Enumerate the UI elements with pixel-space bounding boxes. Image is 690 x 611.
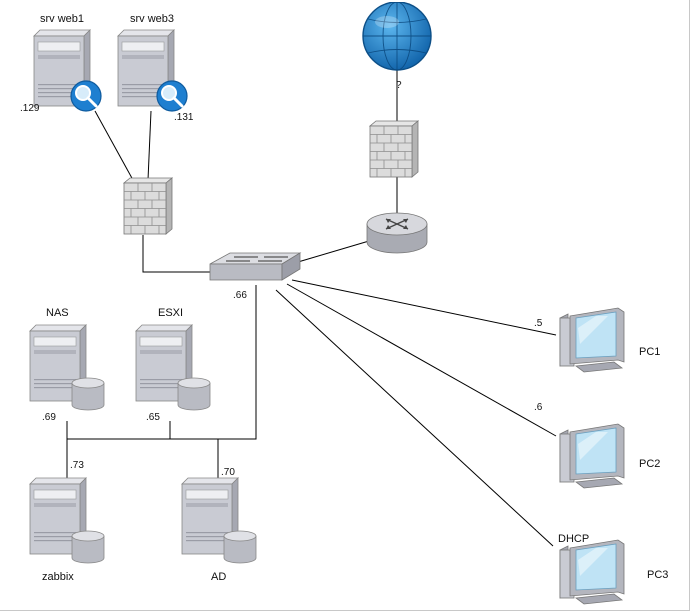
storage-server-icon[interactable] bbox=[130, 323, 214, 413]
pc1-label: PC1 bbox=[639, 346, 661, 358]
esxi-ip: .65 bbox=[146, 412, 160, 423]
router-icon[interactable] bbox=[364, 210, 430, 256]
globe-icon[interactable] bbox=[359, 2, 435, 74]
ad-label: AD bbox=[211, 571, 227, 583]
edge-switch-serverbus bbox=[67, 285, 257, 440]
edge-switch-pc2 bbox=[286, 283, 557, 437]
edge-srvweb3-firewall bbox=[147, 110, 152, 181]
srv-web3-ip: .131 bbox=[174, 112, 194, 123]
storage-server-icon[interactable] bbox=[24, 476, 108, 566]
storage-server-icon[interactable] bbox=[24, 323, 108, 413]
switch-icon[interactable] bbox=[208, 250, 302, 290]
pc3-ip: DHCP bbox=[558, 533, 590, 545]
workstation-icon[interactable] bbox=[556, 304, 628, 376]
edge-switch-pc1 bbox=[291, 279, 557, 336]
ad-ip: .70 bbox=[221, 467, 235, 478]
zabbix-ip: .73 bbox=[70, 460, 84, 471]
firewall-icon[interactable] bbox=[120, 177, 176, 237]
srv-web1-ip: .129 bbox=[20, 103, 40, 114]
edge-firewall-switch bbox=[142, 235, 212, 273]
edge-srvweb1-firewall bbox=[94, 110, 134, 181]
nas-ip: .69 bbox=[42, 412, 56, 423]
edge-switch-pc3 bbox=[275, 289, 554, 547]
server-with-search-icon[interactable] bbox=[110, 28, 192, 114]
firewall-icon[interactable] bbox=[366, 120, 422, 180]
switch-ip: .66 bbox=[233, 290, 247, 301]
zabbix-label: zabbix bbox=[42, 571, 74, 583]
storage-server-icon[interactable] bbox=[176, 476, 260, 566]
workstation-icon[interactable] bbox=[556, 536, 628, 608]
server-with-search-icon[interactable] bbox=[26, 28, 106, 114]
srv-web1-label: srv web1 bbox=[40, 13, 85, 25]
internet-label: ? bbox=[396, 80, 402, 91]
pc2-ip: .6 bbox=[534, 402, 543, 413]
workstation-icon[interactable] bbox=[556, 420, 628, 492]
nas-label: NAS bbox=[46, 307, 69, 319]
edge-router-switch bbox=[297, 240, 370, 263]
srv-web3-label: srv web3 bbox=[130, 13, 175, 25]
pc3-label: PC3 bbox=[647, 569, 669, 581]
pc1-ip: .5 bbox=[534, 318, 543, 329]
esxi-label: ESXI bbox=[158, 307, 184, 319]
pc2-label: PC2 bbox=[639, 458, 661, 470]
